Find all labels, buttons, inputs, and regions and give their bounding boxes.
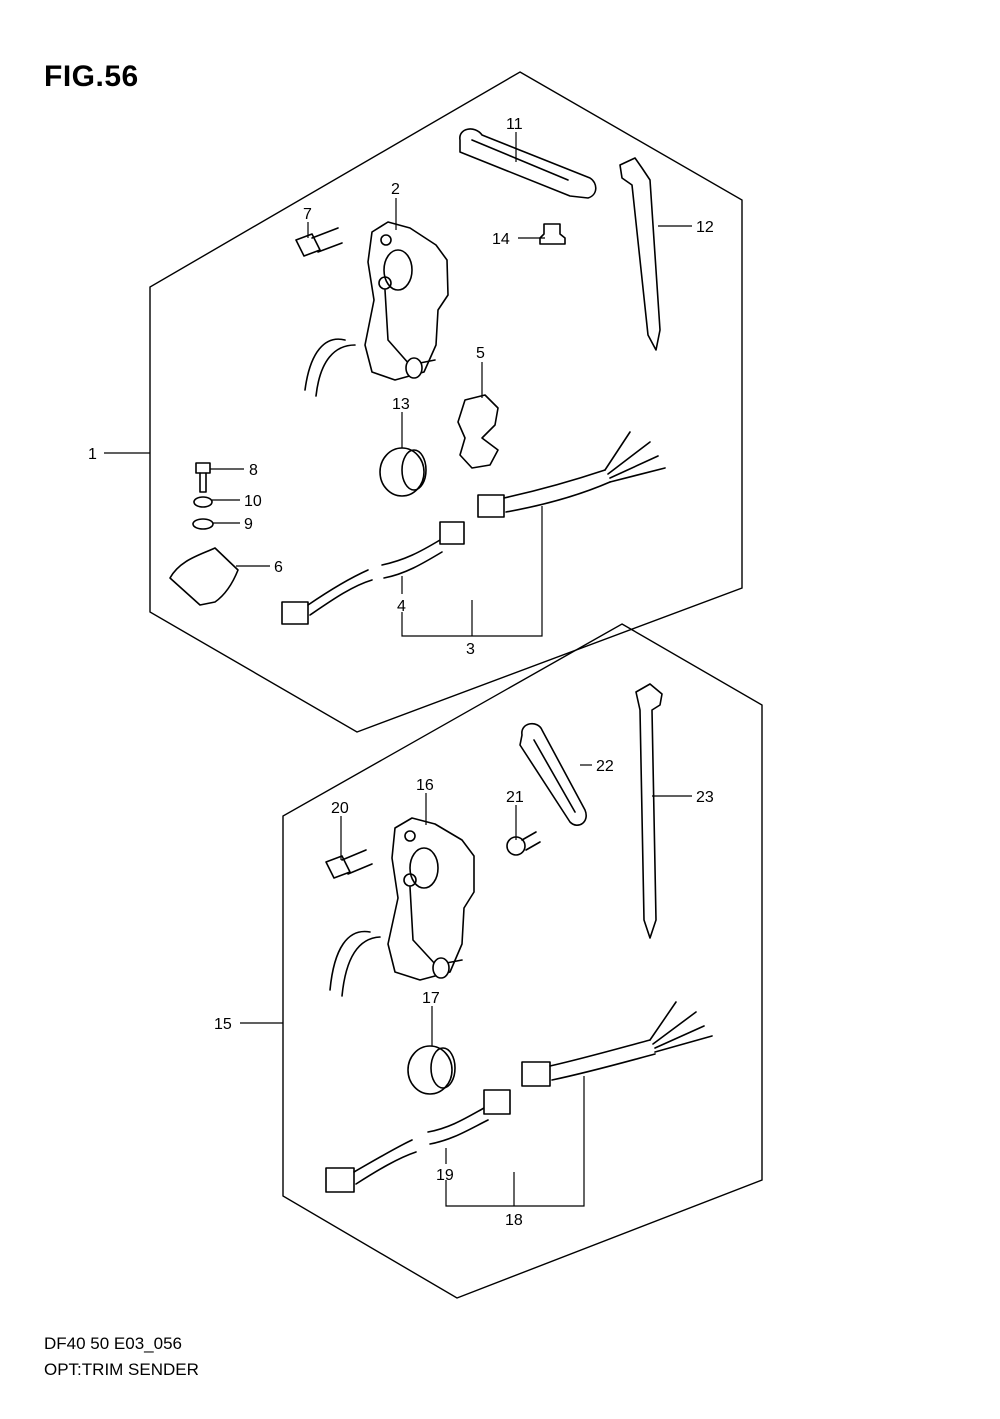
cable-tie-part xyxy=(619,157,661,351)
harness-part xyxy=(281,431,666,625)
callout-1: 1 xyxy=(88,446,97,463)
callout-16: 16 xyxy=(416,777,434,794)
callout-2: 2 xyxy=(391,181,400,198)
harness-part xyxy=(325,1001,713,1193)
callout-15: 15 xyxy=(214,1016,232,1033)
callout-7: 7 xyxy=(303,206,312,223)
leader-lines xyxy=(104,132,692,1207)
callout-23: 23 xyxy=(696,789,714,806)
grommet-part xyxy=(379,447,427,497)
callout-3: 3 xyxy=(466,641,475,658)
callout-9: 9 xyxy=(244,516,253,533)
bolt-part xyxy=(325,849,373,879)
callout-11: 11 xyxy=(506,116,523,133)
clip-part xyxy=(457,394,499,469)
callout-5: 5 xyxy=(476,345,485,362)
trim-sender-part xyxy=(329,817,475,997)
kit-frame-upper xyxy=(149,71,743,733)
callout-10: 10 xyxy=(244,493,262,510)
model-code: DF40 50 E03_056 xyxy=(44,1334,182,1353)
callout-21: 21 xyxy=(506,789,524,806)
washer-part xyxy=(193,496,213,508)
callout-4: 4 xyxy=(397,598,406,615)
callout-8: 8 xyxy=(249,462,258,479)
bolt-part xyxy=(295,227,343,257)
figure-caption: OPT:TRIM SENDER xyxy=(44,1360,199,1379)
kit-frame-lower xyxy=(282,623,763,1299)
callout-13: 13 xyxy=(392,396,410,413)
plate-part xyxy=(169,547,239,606)
callout-17: 17 xyxy=(422,990,440,1007)
callout-19: 19 xyxy=(436,1167,454,1184)
callout-14: 14 xyxy=(492,231,510,248)
callout-22: 22 xyxy=(596,758,614,775)
grommet-part xyxy=(407,1045,456,1095)
callout-12: 12 xyxy=(696,219,714,236)
small-bolt-part xyxy=(195,462,211,493)
callout-20: 20 xyxy=(331,800,349,817)
washer-part xyxy=(192,518,214,530)
callout-18: 18 xyxy=(505,1212,523,1229)
screw-part xyxy=(506,831,541,856)
trim-sender-part xyxy=(304,221,449,397)
screw-part xyxy=(539,223,566,245)
figure-title: FIG.56 xyxy=(44,60,139,93)
callout-6: 6 xyxy=(274,559,283,576)
cable-tie-part xyxy=(635,683,663,939)
